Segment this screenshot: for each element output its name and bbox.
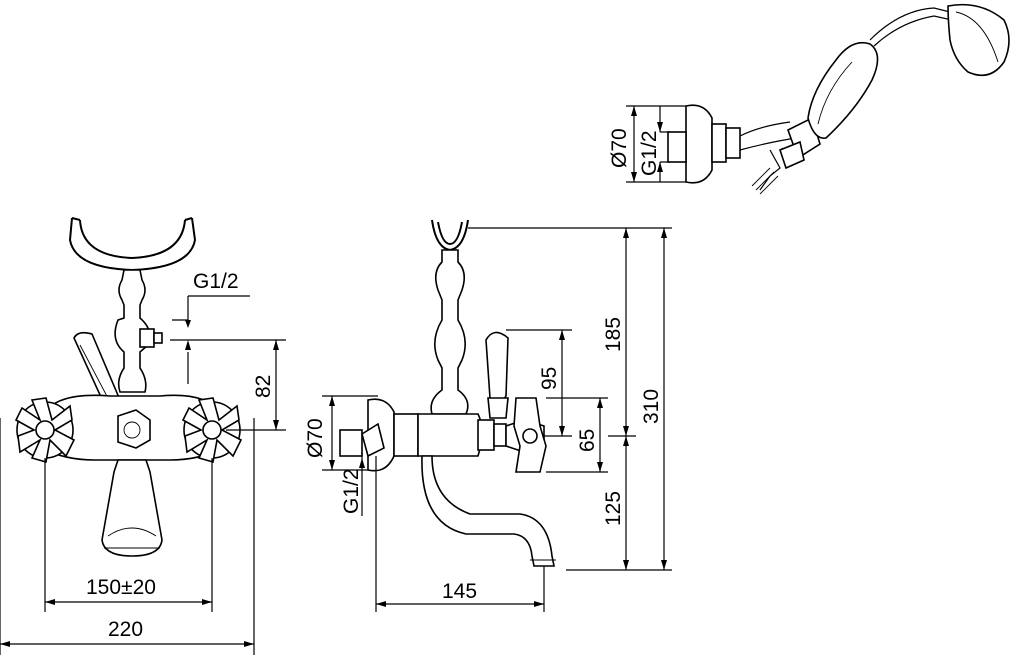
side-lever — [485, 331, 509, 405]
right-cross-handle — [181, 397, 243, 464]
front-dim-150: 150±20 — [86, 576, 156, 599]
shower-wall-flange — [685, 104, 713, 184]
front-dim-82: 82 — [252, 375, 275, 398]
side-thread-label: G1/2 — [340, 468, 363, 514]
side-dim-95: 95 — [538, 367, 561, 390]
side-hook — [431, 219, 469, 252]
front-column — [114, 269, 151, 393]
side-dim-125: 125 — [602, 491, 625, 526]
side-body — [417, 413, 483, 457]
front-spout — [101, 459, 163, 557]
side-view: Ø70 G1/2 95 65 185 125 310 145 — [304, 219, 672, 612]
side-dim-310: 310 — [640, 389, 663, 424]
side-dim-65: 65 — [576, 429, 599, 452]
left-cross-handle — [14, 397, 76, 464]
front-dim-220: 220 — [108, 618, 143, 641]
side-spout — [421, 455, 555, 567]
shower-handle — [807, 41, 879, 139]
front-thread-label: G1/2 — [193, 270, 239, 293]
shower-cradle — [68, 217, 197, 272]
shower-view: Ø70 G1/2 — [608, 3, 1010, 195]
side-dim-145: 145 — [442, 580, 477, 603]
shower-hose — [739, 121, 797, 151]
side-dim-185: 185 — [602, 317, 625, 352]
shower-head — [947, 3, 1010, 77]
side-column — [430, 249, 469, 415]
shower-thread-label: G1/2 — [638, 130, 661, 176]
shower-diameter-label: Ø70 — [608, 128, 631, 168]
side-diameter-label: Ø70 — [304, 418, 327, 458]
front-view: G1/2 82 150±20 220 — [0, 217, 286, 655]
